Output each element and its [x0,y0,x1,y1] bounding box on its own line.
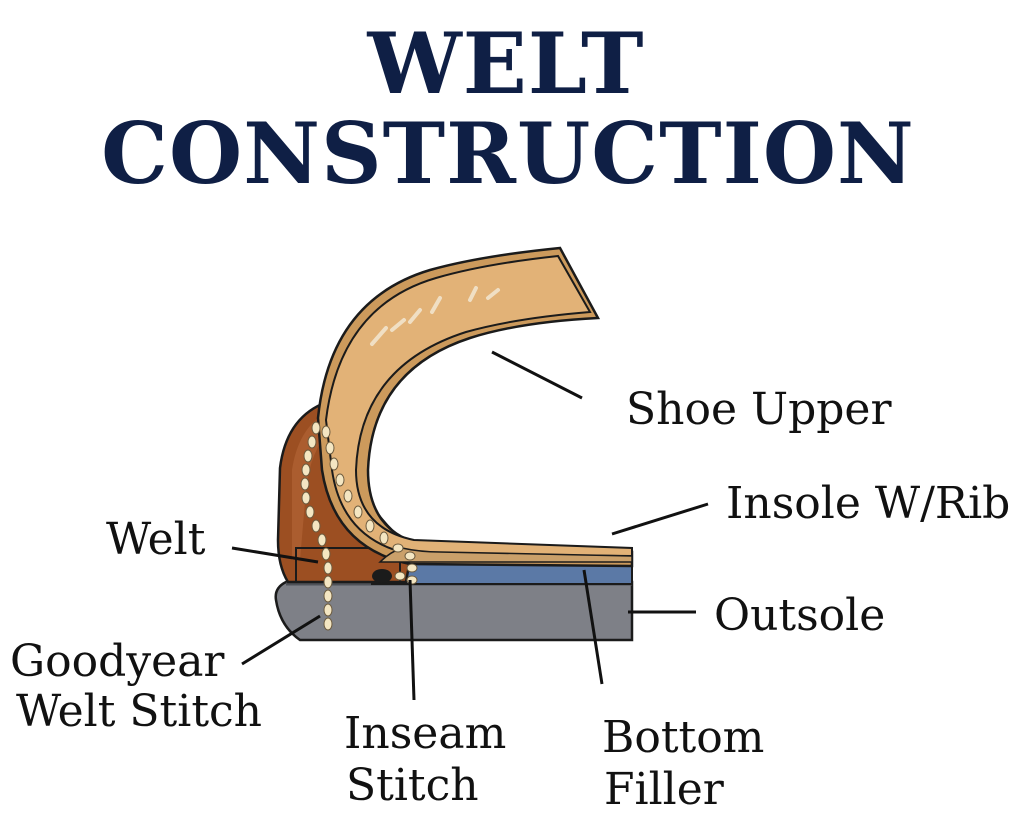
label-inseam-line-1: Inseam [344,708,507,759]
welt-inner-box [295,547,401,583]
welt-cavity [372,569,392,583]
leader-filler [582,569,604,685]
leader-welt [231,546,319,564]
label-insole: Insole W/Rib [726,478,1011,529]
insole-rib-shape [378,547,633,563]
upper-stamp-marks [370,286,500,346]
welt-highlight [292,414,332,560]
label-outsole: Outsole [714,590,886,641]
label-filler-line-1: Bottom [602,712,765,763]
diagram-title-line-2: CONSTRUCTION [101,104,915,203]
inseam-stitch [321,425,418,585]
label-inseam-line-2: Stitch [346,760,479,811]
label-shoe-upper: Shoe Upper [626,384,892,435]
leader-insole [611,502,709,536]
leader-goodyear [241,614,321,666]
leader-inseam [408,579,416,701]
diagram-title-line-1: WELT [367,14,645,113]
outsole-shape [274,580,634,642]
label-filler-line-2: Filler [604,764,724,815]
leader-shoe-upper [491,350,583,400]
label-goodyear-line-2: Welt Stitch [16,686,262,737]
label-goodyear-line-1: Goodyear [10,636,225,687]
goodyear-welt-stitch [300,421,333,631]
label-welt: Welt [106,514,206,565]
